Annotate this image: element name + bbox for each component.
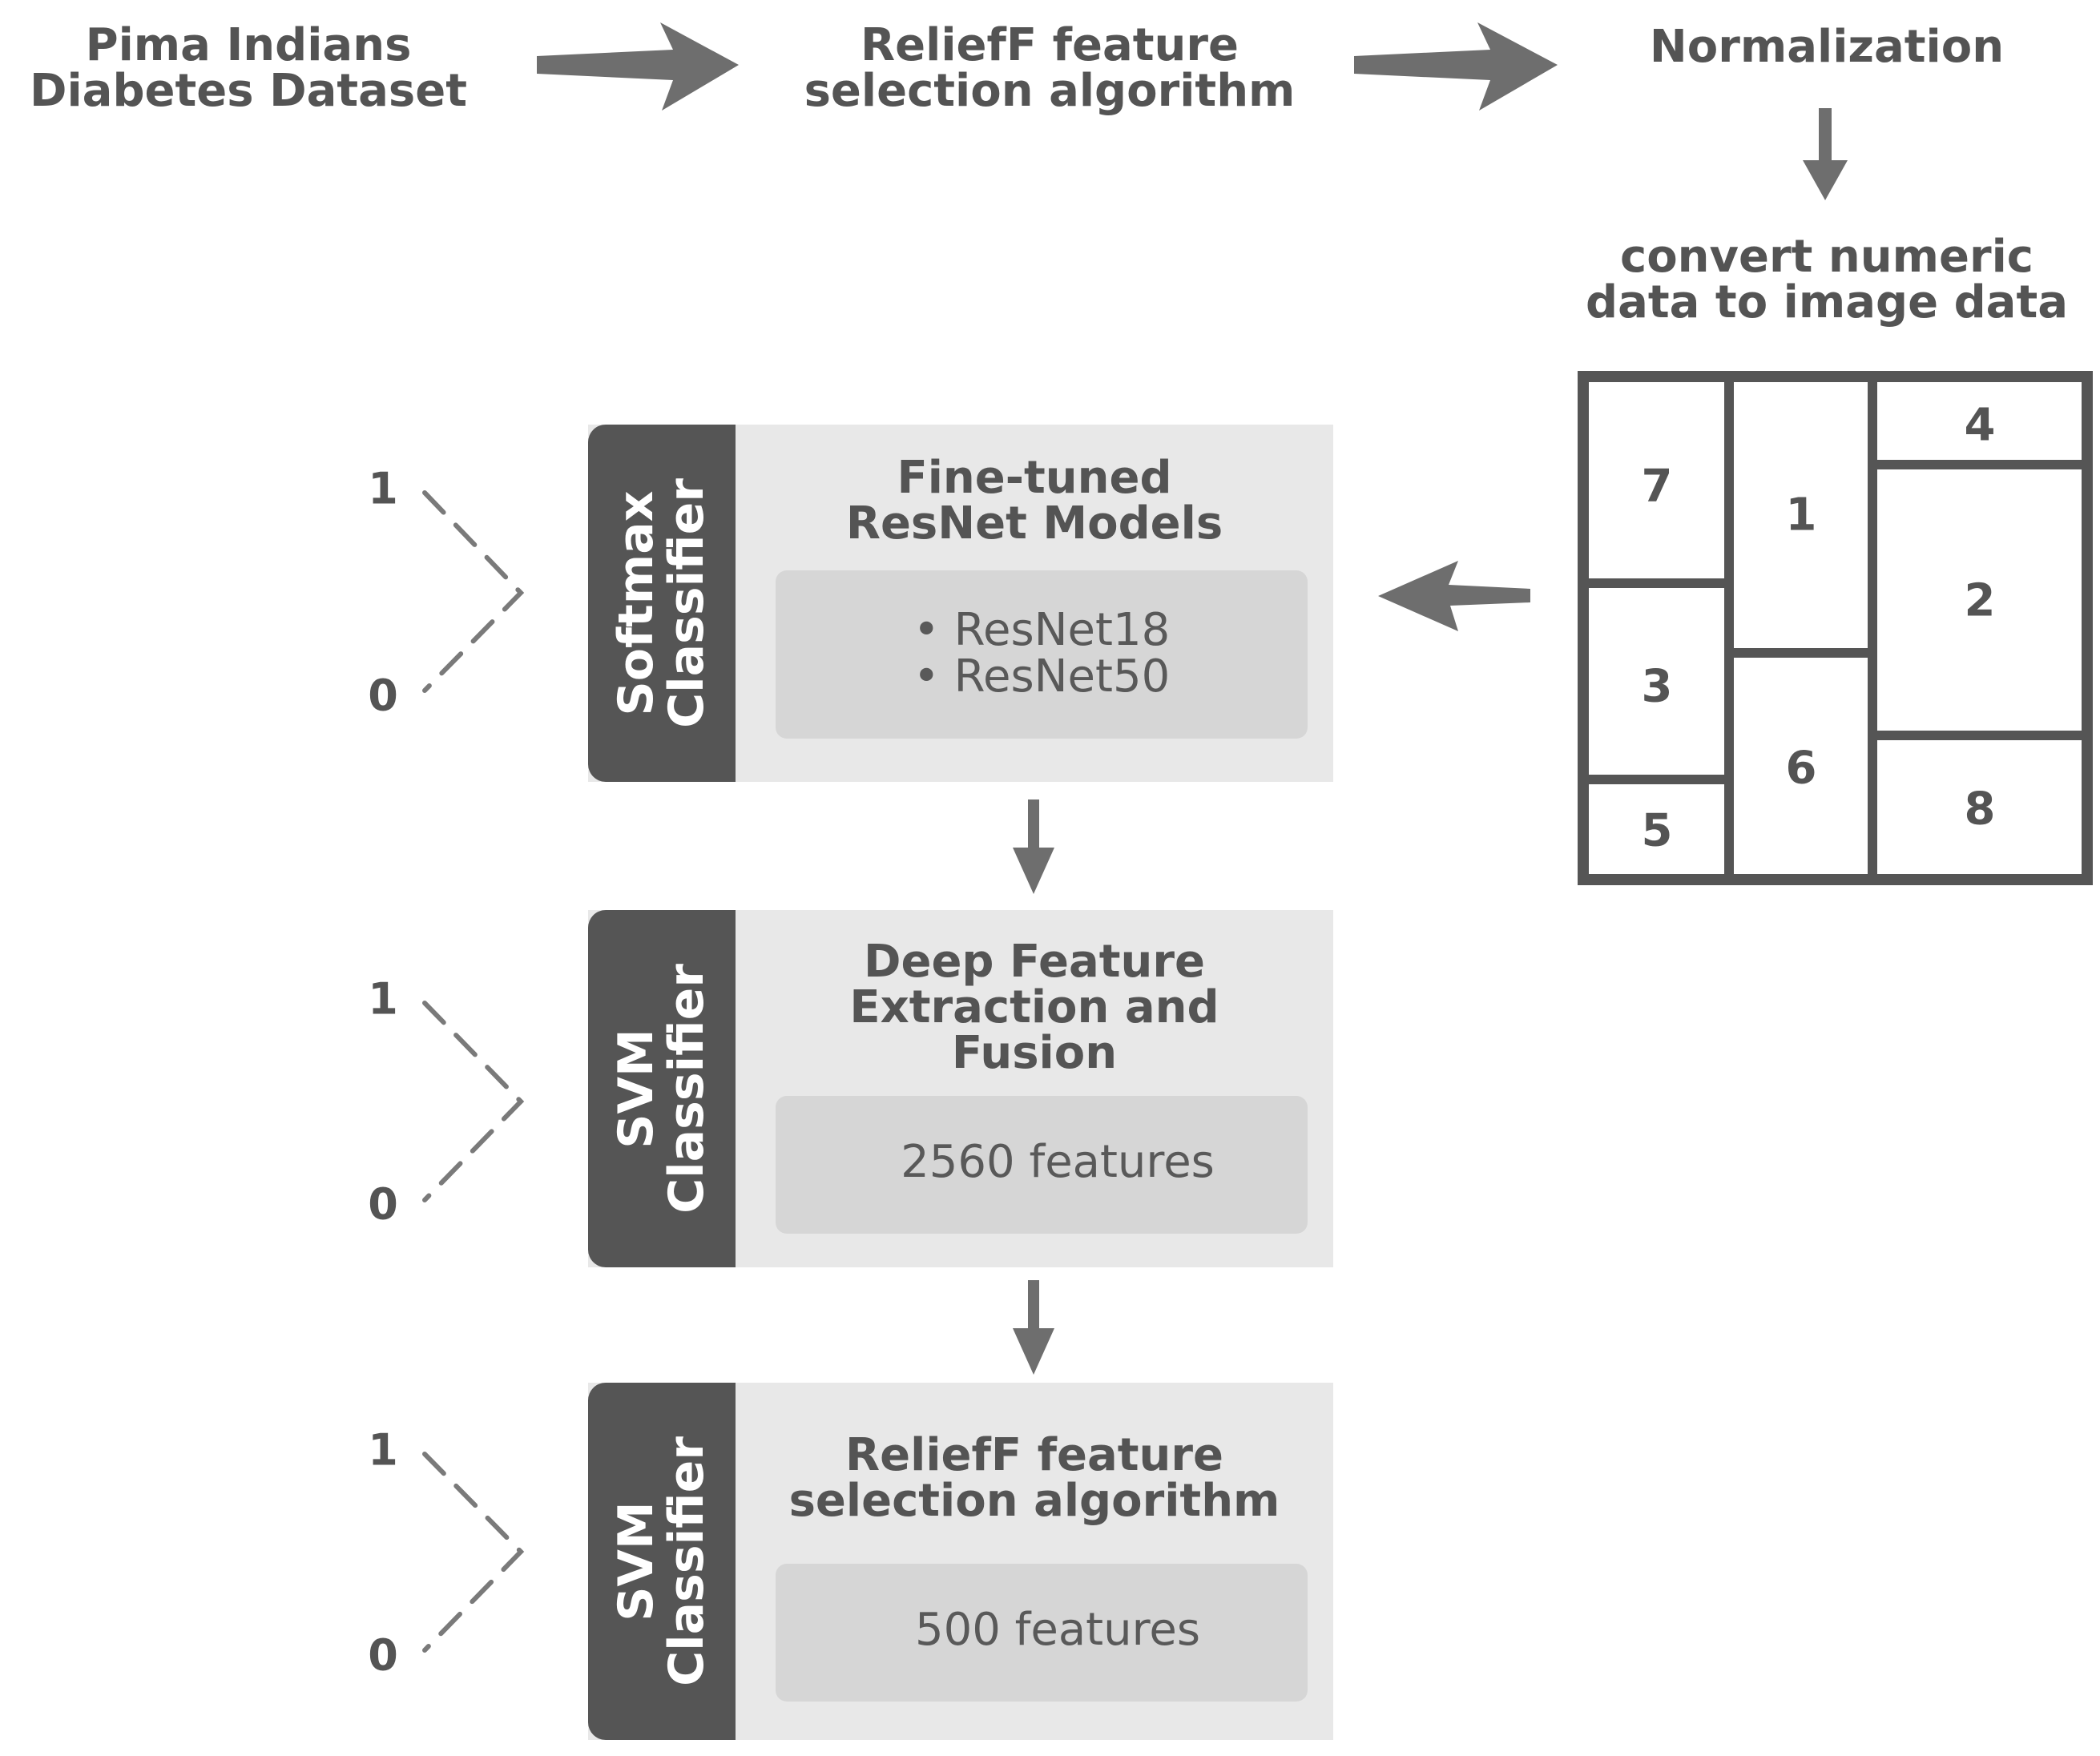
panel-title-fusion: Deep Feature Extraction and Fusion <box>736 939 1333 1076</box>
dataset-label: Pima Indians Diabetes Dataset <box>8 22 489 114</box>
panel-title-resnet-line1: Fine-tuned <box>897 452 1172 504</box>
arrow-dataset-to-relieff <box>537 22 739 111</box>
classifier-label-softmax-line2: Classifier <box>659 478 715 728</box>
panel-relieff: SVM Classifier ReliefF feature selection… <box>588 1383 1333 1740</box>
panel-title-resnet: Fine-tuned ResNet Models <box>736 455 1333 546</box>
output-label-svm-fusion-0: 0 <box>368 1178 398 1230</box>
dataset-label-line2: Diabetes Dataset <box>29 65 468 118</box>
normalization-text: Normalization <box>1649 21 2005 73</box>
classifier-label-svm-relieff: SVM Classifier <box>608 1436 715 1686</box>
normalization-label: Normalization <box>1598 24 2055 70</box>
feature-selection-label: ReliefF feature selection algorithm <box>769 22 1330 114</box>
image-grid <box>1578 371 2093 885</box>
panel-title-relieff: ReliefF feature selection algorithm <box>736 1432 1333 1524</box>
grid-cell-6: 6 <box>1785 742 1817 795</box>
grid-cell-1: 1 <box>1785 489 1817 542</box>
classifier-label-svm-relieff-line1: SVM <box>608 1501 664 1621</box>
panel-title-fusion-line2: Extraction and <box>849 981 1219 1034</box>
classifier-bar-svm-relieff: SVM Classifier <box>588 1383 736 1740</box>
model-item-resnet50: • ResNet50 <box>913 650 1171 703</box>
panel-title-relieff-line1: ReliefF feature <box>845 1429 1223 1481</box>
classifier-bar-svm-fusion: SVM Classifier <box>588 910 736 1267</box>
output-label-svm-relieff-0: 0 <box>368 1629 398 1681</box>
grid-cell-5: 5 <box>1641 804 1673 857</box>
arrow-grid-to-resnet <box>1378 561 1530 631</box>
grid-cell-7: 7 <box>1641 460 1673 513</box>
classifier-label-svm-relieff-line2: Classifier <box>659 1436 715 1686</box>
arrow-normalization-to-convert <box>1803 108 1848 200</box>
classifier-label-softmax: Softmax Classifier <box>608 478 715 728</box>
conversion-label: convert numeric data to image data <box>1558 234 2095 325</box>
grid-cell-8: 8 <box>1964 783 1996 836</box>
grid-cell-3: 3 <box>1641 660 1673 713</box>
model-item-resnet18: • ResNet18 <box>913 604 1171 656</box>
conversion-label-line2: data to image data <box>1586 276 2068 329</box>
relieff-features-count: 500 features <box>914 1604 1201 1656</box>
model-list-box: • ResNet18 • ResNet50 <box>776 570 1308 739</box>
classifier-label-svm-fusion-line1: SVM <box>608 1029 664 1149</box>
panel-title-resnet-line2: ResNet Models <box>845 497 1223 550</box>
classifier-label-softmax-line1: Softmax <box>608 490 664 716</box>
panel-title-fusion-line3: Fusion <box>951 1027 1118 1080</box>
output-label-softmax-1: 1 <box>368 463 398 514</box>
classifier-label-svm-fusion-line2: Classifier <box>659 964 715 1214</box>
panel-resnet: Softmax Classifier Fine-tuned ResNet Mod… <box>588 425 1333 782</box>
output-lines-svm-fusion <box>422 1001 525 1202</box>
output-lines-softmax <box>422 490 525 693</box>
output-label-svm-relieff-1: 1 <box>368 1424 398 1476</box>
output-lines-svm-relieff <box>422 1452 525 1653</box>
feature-selection-label-line1: ReliefF feature <box>861 19 1239 71</box>
arrow-resnet-to-fusion <box>1013 799 1054 894</box>
classifier-label-svm-fusion: SVM Classifier <box>608 964 715 1214</box>
arrow-fusion-to-relieff <box>1013 1280 1054 1375</box>
grid-cell-2: 2 <box>1964 574 1996 627</box>
model-list: • ResNet18 • ResNet50 <box>776 604 1308 703</box>
fusion-features-count: 2560 features <box>901 1136 1215 1188</box>
grid-cell-4: 4 <box>1964 399 1996 452</box>
panel-title-relieff-line2: selection algorithm <box>788 1475 1280 1528</box>
arrow-relieff-to-normalization <box>1354 22 1558 111</box>
dataset-label-line1: Pima Indians <box>85 19 412 71</box>
panel-fusion: SVM Classifier Deep Feature Extraction a… <box>588 910 1333 1267</box>
relieff-features-box: 500 features <box>776 1564 1308 1702</box>
output-label-svm-fusion-1: 1 <box>368 973 398 1025</box>
output-label-softmax-0: 0 <box>368 670 398 721</box>
conversion-label-line1: convert numeric <box>1620 231 2033 283</box>
classifier-bar-softmax: Softmax Classifier <box>588 425 736 782</box>
feature-selection-label-line2: selection algorithm <box>804 65 1296 118</box>
panel-title-fusion-line1: Deep Feature <box>863 936 1205 988</box>
fusion-features-box: 2560 features <box>776 1096 1308 1234</box>
